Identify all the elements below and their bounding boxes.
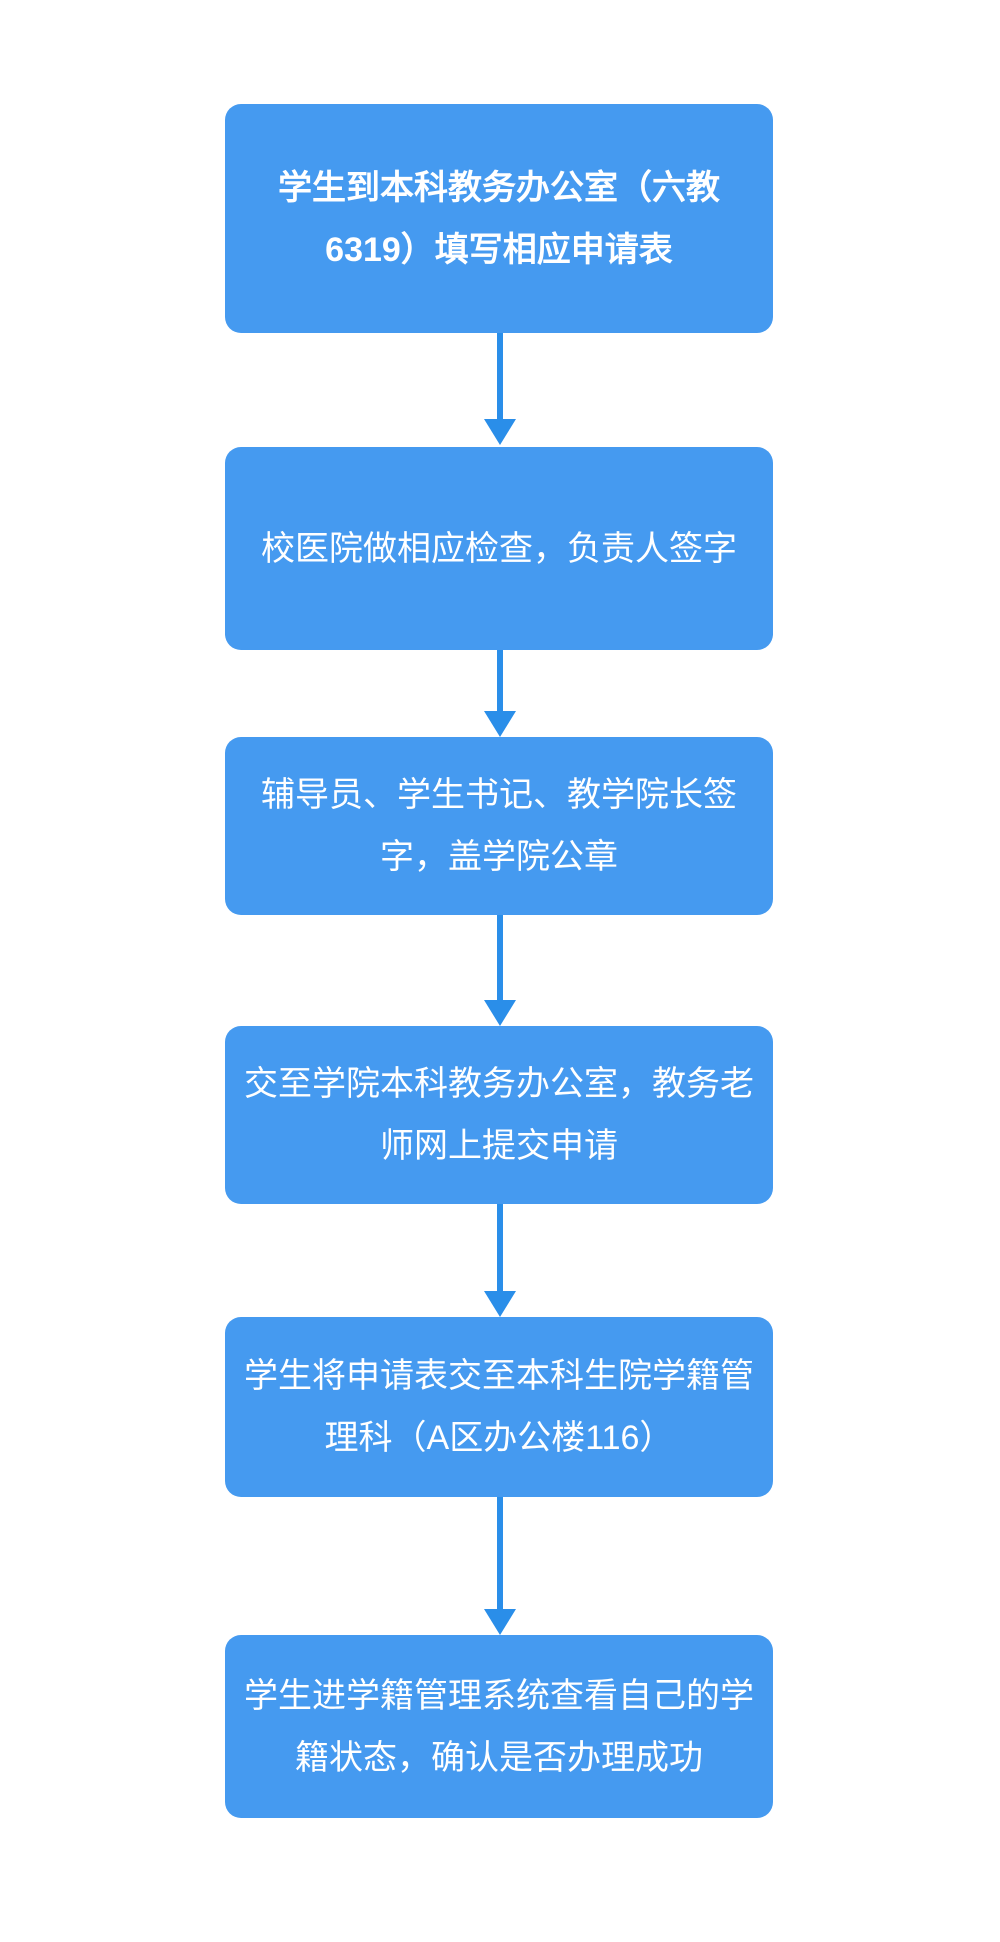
flow-arrow-1-to-2 xyxy=(0,333,1000,445)
flow-step-5-line-1: 学生将申请表交至本科生院学籍管 xyxy=(244,1357,754,1395)
flow-step-6: 学生进学籍管理系统查看自己的学 籍状态，确认是否办理成功 xyxy=(225,1635,773,1818)
arrow-down-icon xyxy=(484,1291,516,1317)
flow-step-3: 辅导员、学生书记、教学院长签 字，盖学院公章 xyxy=(225,737,773,915)
flow-step-5: 学生将申请表交至本科生院学籍管 理科（A区办公楼116） xyxy=(225,1317,773,1497)
flow-step-6-line-1: 学生进学籍管理系统查看自己的学 xyxy=(244,1676,754,1715)
flow-step-1-line-1: 学生到本科教务办公室（六教 xyxy=(278,168,720,207)
flow-step-6-line-2: 籍状态，确认是否办理成功 xyxy=(295,1738,703,1777)
arrow-shaft xyxy=(497,650,503,711)
flow-step-1-line-2: 6319）填写相应申请表 xyxy=(325,230,673,269)
arrow-down-icon xyxy=(484,711,516,737)
flow-step-4: 交至学院本科教务办公室，教务老 师网上提交申请 xyxy=(225,1026,773,1204)
flow-arrow-4-to-5 xyxy=(0,1204,1000,1317)
flow-arrow-5-to-6 xyxy=(0,1497,1000,1635)
arrow-shaft xyxy=(497,1497,503,1609)
flow-step-2-line-1: 校医院做相应检查，负责人签字 xyxy=(261,529,737,568)
flow-step-1: 学生到本科教务办公室（六教 6319）填写相应申请表 xyxy=(225,104,773,333)
flow-step-5-line-2: 理科（A区办公楼116） xyxy=(324,1419,674,1457)
flow-arrow-3-to-4 xyxy=(0,915,1000,1026)
flow-step-4-line-2: 师网上提交申请 xyxy=(380,1127,618,1165)
arrow-shaft xyxy=(497,333,503,419)
flow-step-3-line-2: 字，盖学院公章 xyxy=(380,838,618,876)
flow-step-2: 校医院做相应检查，负责人签字 xyxy=(225,447,773,650)
arrow-down-icon xyxy=(484,419,516,445)
flow-step-3-line-1: 辅导员、学生书记、教学院长签 xyxy=(261,776,737,814)
arrow-down-icon xyxy=(484,1609,516,1635)
arrow-down-icon xyxy=(484,1000,516,1026)
flow-step-4-line-1: 交至学院本科教务办公室，教务老 xyxy=(244,1065,754,1103)
arrow-shaft xyxy=(497,1204,503,1291)
flow-arrow-2-to-3 xyxy=(0,650,1000,737)
arrow-shaft xyxy=(497,915,503,1000)
